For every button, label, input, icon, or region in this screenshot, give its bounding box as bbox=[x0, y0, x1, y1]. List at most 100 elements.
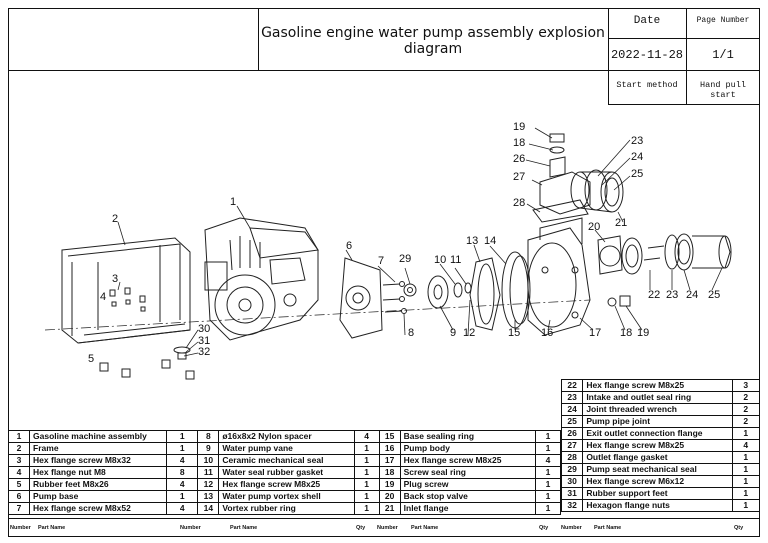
footer-part-name-2: Part Name bbox=[230, 525, 258, 531]
part-number: 4 bbox=[7, 466, 31, 479]
part-qty: 4 bbox=[534, 454, 562, 467]
part-name: Intake and outlet seal ring bbox=[582, 391, 733, 404]
part-name: Screw seal ring bbox=[399, 466, 536, 479]
frame-part bbox=[61, 237, 191, 344]
part-qty: 4 bbox=[166, 478, 199, 491]
part-number: 3 bbox=[7, 454, 31, 467]
page-number-label: Page Number bbox=[696, 16, 750, 25]
callout-23b: 23 bbox=[666, 289, 678, 301]
callout-22: 22 bbox=[648, 289, 660, 301]
part-name: Pump body bbox=[399, 442, 536, 455]
part-number: 32 bbox=[560, 499, 584, 512]
part-name: Water pump vortex shell bbox=[218, 490, 355, 503]
header-divider-v2 bbox=[608, 8, 609, 104]
page-number-value: 1/1 bbox=[712, 48, 734, 62]
part-qty: 2 bbox=[731, 403, 761, 416]
footer-number-1: Number bbox=[10, 525, 31, 531]
part-number: 13 bbox=[197, 490, 220, 503]
start-method-label: Start method bbox=[616, 80, 678, 90]
callout-26: 26 bbox=[513, 153, 525, 165]
callout-19: 19 bbox=[513, 121, 525, 133]
part-name: Hex flange screw M8x25 bbox=[582, 379, 733, 392]
callout-25: 25 bbox=[631, 168, 643, 180]
start-method-value: Hand pull start bbox=[700, 80, 746, 100]
callout-24: 24 bbox=[631, 151, 643, 163]
part-name: Outlet flange gasket bbox=[582, 451, 733, 464]
callout-18b: 18 bbox=[620, 327, 632, 339]
part-number: 12 bbox=[197, 478, 220, 491]
part-number: 30 bbox=[560, 475, 584, 488]
part-name: Back stop valve bbox=[399, 490, 536, 503]
header-divider-h3 bbox=[608, 104, 760, 105]
part-qty: 1 bbox=[353, 466, 380, 479]
part-qty: 1 bbox=[731, 451, 761, 464]
callout-9: 9 bbox=[450, 327, 456, 339]
part-name: Hex flange nut M8 bbox=[29, 466, 168, 479]
part-number: 16 bbox=[378, 442, 401, 455]
part-name: Rubber support feet bbox=[582, 487, 733, 500]
part-qty: 1 bbox=[731, 487, 761, 500]
part-qty: 1 bbox=[534, 442, 562, 455]
callout-5: 5 bbox=[88, 353, 94, 365]
part-qty: 4 bbox=[166, 502, 199, 515]
part-name: Hex flange screw M8x52 bbox=[29, 502, 168, 515]
callout-28: 28 bbox=[513, 197, 525, 209]
header-divider-v3 bbox=[686, 8, 687, 104]
part-name: Inlet flange bbox=[399, 502, 536, 515]
callout-29: 29 bbox=[399, 253, 411, 265]
part-qty: 1 bbox=[353, 490, 380, 503]
callout-23: 23 bbox=[631, 135, 643, 147]
callout-32: 32 bbox=[198, 346, 210, 358]
part-qty: 1 bbox=[166, 442, 199, 455]
part-number: 17 bbox=[378, 454, 401, 467]
footer-qty-2: Qty bbox=[356, 525, 366, 531]
footer-qty-3: Qty bbox=[539, 525, 549, 531]
part-qty: 1 bbox=[534, 490, 562, 503]
part-qty: 1 bbox=[731, 463, 761, 476]
footer-part-name-3: Part Name bbox=[411, 525, 439, 531]
part-number: 9 bbox=[197, 442, 220, 455]
callout-11: 11 bbox=[450, 254, 461, 266]
part-qty: 1 bbox=[534, 502, 562, 515]
part-number: 6 bbox=[7, 490, 31, 503]
part-name: ø16x8x2 Nylon spacer bbox=[218, 430, 355, 443]
callout-14: 14 bbox=[484, 235, 496, 247]
footer-number-2: Number bbox=[180, 525, 201, 531]
callout-13: 13 bbox=[466, 235, 478, 247]
part-number: 7 bbox=[7, 502, 31, 515]
part-name: Hex flange screw M8x32 bbox=[29, 454, 168, 467]
part-qty: 1 bbox=[353, 502, 380, 515]
part-name: Base sealing ring bbox=[399, 430, 536, 443]
part-qty: 1 bbox=[353, 442, 380, 455]
part-number: 8 bbox=[197, 430, 220, 443]
part-qty: 3 bbox=[731, 379, 761, 392]
part-qty: 1 bbox=[731, 427, 761, 440]
part-number: 31 bbox=[560, 487, 584, 500]
footer-number-3: Number bbox=[377, 525, 398, 531]
part-name: Water seal rubber gasket bbox=[218, 466, 355, 479]
page-title: Gasoline engine water pump assembly expl… bbox=[261, 25, 605, 57]
part-number: 23 bbox=[560, 391, 584, 404]
part-number: 28 bbox=[560, 451, 584, 464]
part-number: 27 bbox=[560, 439, 584, 452]
callout-17: 17 bbox=[589, 327, 601, 339]
part-number: 11 bbox=[197, 466, 220, 479]
part-number: 5 bbox=[7, 478, 31, 491]
callout-30: 30 bbox=[198, 323, 210, 335]
part-qty: 4 bbox=[166, 454, 199, 467]
